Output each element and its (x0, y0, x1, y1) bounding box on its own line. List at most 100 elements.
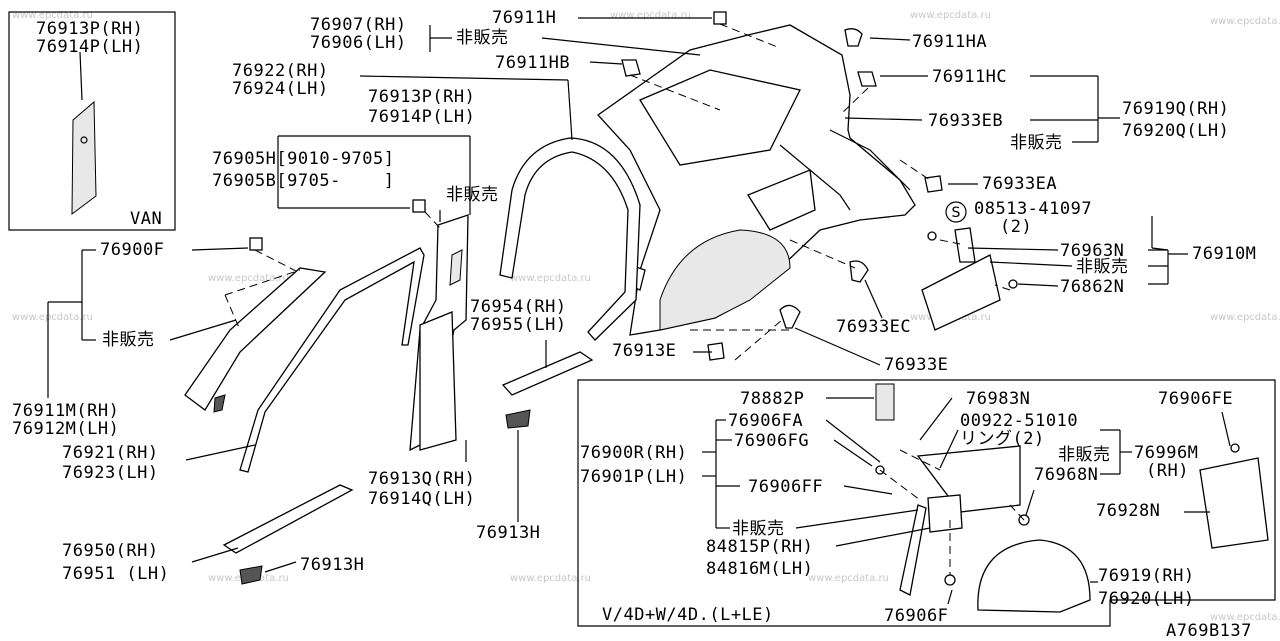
label-76900F: 76900F (100, 240, 165, 260)
label-76913P: 76913P(RH) (368, 87, 476, 107)
center-pillar-lower-trim (419, 311, 457, 451)
plate-76928N (1199, 457, 1269, 549)
van-panel (71, 100, 97, 216)
label-76950: 76950(RH) (62, 541, 159, 561)
cover-76862N (921, 254, 1001, 331)
label-not-for-sale-pillar: 非販売 (446, 185, 499, 205)
clip-76911HA (844, 28, 863, 47)
bracket-76963N (954, 227, 976, 263)
spare-tire-cover (977, 539, 1091, 613)
label-76913H-lower: 76913H (300, 555, 365, 575)
label-76933EA: 76933EA (982, 174, 1058, 194)
clip-76933E (779, 304, 801, 329)
jack-holder (927, 494, 963, 533)
label-not-for-sale-inset1: 非販売 (1058, 445, 1111, 465)
label-78882P: 78882P (740, 389, 805, 409)
label-76911H: 76911H (492, 8, 557, 28)
label-84815P: 84815P(RH) (706, 537, 814, 557)
watermark: www.epcdata.ru (510, 573, 591, 584)
label-76907: 76907(RH) (310, 15, 407, 35)
label-76914Q: 76914Q(LH) (368, 489, 476, 509)
front-kicking-plate (222, 484, 354, 554)
label-76913Q: 76913Q(RH) (368, 469, 476, 489)
label-76963N: 76963N (1060, 241, 1125, 261)
label-76933EC: 76933EC (836, 317, 912, 337)
label-76906FE: 76906FE (1158, 389, 1234, 409)
diagram-code: A769B137 (1166, 621, 1252, 641)
label-not-for-sale-bracket: 非販売 (1076, 257, 1129, 277)
watermark: www.epcdata.ru (910, 10, 991, 21)
label-76906F: 76906F (884, 606, 949, 626)
trim-strip (899, 504, 927, 596)
label-76968N: 76968N (1034, 465, 1099, 485)
dashed-guides (224, 23, 1025, 575)
label-76914P-van: 76914P(LH) (36, 37, 144, 57)
clip-76933EC (849, 260, 869, 283)
watermark: www.epcdata.ru (12, 10, 93, 21)
jack-cover (916, 445, 1021, 513)
van-title: VAN (130, 209, 163, 229)
leader-lines (47, 17, 1231, 605)
clip-76900F (249, 237, 263, 251)
label-76919: 76919(RH) (1098, 566, 1195, 586)
label-76911HA: 76911HA (912, 32, 988, 52)
label-76913P-van: 76913P(RH) (36, 19, 144, 39)
watermark: www.epcdata.ru (1210, 612, 1280, 623)
watermark: www.epcdata.ru (1210, 312, 1280, 323)
label-76920: 76920(LH) (1098, 589, 1195, 609)
label-76901P: 76901P(LH) (580, 467, 688, 487)
screw-symbol: S (952, 205, 961, 221)
label-76954: 76954(RH) (470, 297, 567, 317)
label-00922-51010: 00922-51010 (960, 411, 1079, 431)
label-76906FA: 76906FA (728, 411, 804, 431)
label-76933EB: 76933EB (928, 111, 1004, 131)
screw-symbol-ring (945, 201, 967, 223)
inset-caption: V/4D+W/4D.(L+LE) (602, 605, 774, 625)
label-76914P: 76914P(LH) (368, 107, 476, 127)
label-76983N: 76983N (966, 389, 1031, 409)
clip-76913H-lower (239, 565, 263, 585)
clip-76933EA (924, 175, 943, 193)
label-76951: 76951 (LH) (62, 564, 170, 584)
watermark: www.epcdata.ru (1210, 16, 1280, 27)
pillar-slot (449, 249, 463, 286)
label-76906FF: 76906FF (748, 477, 824, 497)
label-76996M: 76996M (1134, 443, 1199, 463)
van-panel-hole (80, 136, 88, 144)
label-76905B: 76905B[9705- ] (212, 171, 395, 191)
label-ring-2: リング(2) (960, 429, 1045, 449)
label-not-for-sale-inset2: 非販売 (732, 519, 785, 539)
label-76911M: 76911M(RH) (12, 401, 120, 421)
clip-76913H-upper (505, 409, 531, 429)
label-76900R: 76900R(RH) (580, 443, 688, 463)
label-76919Q: 76919Q(RH) (1122, 99, 1230, 119)
label-not-for-sale-left: 非販売 (102, 330, 155, 350)
clip-76911HC (857, 71, 877, 87)
label-not-for-sale-right: 非販売 (1010, 133, 1063, 153)
watermark: www.epcdata.ru (510, 273, 591, 284)
label-76911HC: 76911HC (932, 67, 1008, 87)
label-76913H-upper: 76913H (476, 523, 541, 543)
watermark: www.epcdata.ru (610, 10, 691, 21)
screw-08513 (927, 231, 937, 241)
label-76955: 76955(LH) (470, 315, 567, 335)
inset-box-frame (577, 379, 1276, 627)
label-76906FG: 76906FG (734, 431, 810, 451)
watermark: www.epcdata.ru (808, 573, 889, 584)
label-76922: 76922(RH) (232, 61, 329, 81)
part-78882P (875, 383, 895, 421)
label-76933E: 76933E (884, 355, 949, 375)
label-76912M: 76912M(LH) (12, 419, 120, 439)
front-door-weatherstrip (239, 247, 425, 473)
clip-76913E (707, 342, 725, 361)
label-76924: 76924(LH) (232, 79, 329, 99)
clip-76911H (713, 11, 727, 25)
van-box-frame (8, 11, 176, 231)
label-84816M: 84816M(LH) (706, 559, 814, 579)
label-qty-2: (2) (1000, 217, 1033, 237)
label-76928N: 76928N (1096, 501, 1161, 521)
quarter-window-opening (639, 69, 801, 166)
watermark: www.epcdata.ru (12, 312, 93, 323)
